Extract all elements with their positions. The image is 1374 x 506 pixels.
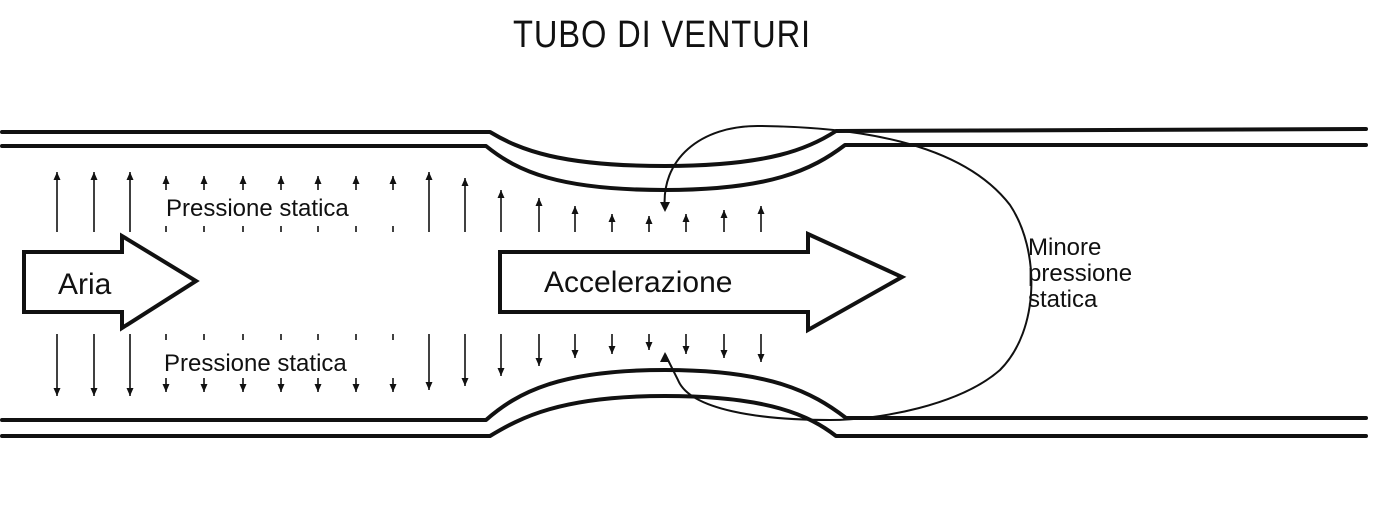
pressure-arrowhead-up-8 xyxy=(352,176,360,184)
pressure-arrowhead-down-19 xyxy=(757,354,765,362)
pressure-arrowhead-down-7 xyxy=(314,384,322,392)
pressure-arrowhead-up-3 xyxy=(162,176,170,184)
air-label: Aria xyxy=(58,268,112,301)
pressure-arrowhead-up-17 xyxy=(682,214,690,222)
pressure-arrowhead-down-18 xyxy=(720,350,728,358)
pressure-arrowhead-down-16 xyxy=(645,342,653,350)
tube-bottom-inner-wall xyxy=(0,368,1368,422)
pressure-arrowhead-up-4 xyxy=(200,176,208,184)
pressure-arrowhead-up-19 xyxy=(757,206,765,214)
pressure-arrowhead-up-6 xyxy=(277,176,285,184)
pressure-arrows xyxy=(53,172,765,396)
lower-pressure-callout-loop xyxy=(663,124,1033,422)
pressure-arrowhead-down-15 xyxy=(608,346,616,354)
callout-arrowhead-bottom xyxy=(660,352,670,362)
pressure-arrowhead-down-14 xyxy=(571,350,579,358)
pressure-arrowhead-up-5 xyxy=(239,176,247,184)
lower-pressure-label-line2: pressione xyxy=(1028,260,1132,287)
diagram-title: TUBO DI VENTURI xyxy=(513,14,811,56)
pressure-arrowhead-up-1 xyxy=(90,172,98,180)
pressure-arrowhead-down-3 xyxy=(162,384,170,392)
static-pressure-label-bottom: Pressione statica xyxy=(164,350,347,377)
pressure-arrowhead-up-2 xyxy=(126,172,134,180)
pressure-arrowhead-up-11 xyxy=(461,178,469,186)
pressure-arrowhead-down-8 xyxy=(352,384,360,392)
pressure-arrowhead-down-2 xyxy=(126,388,134,396)
lower-pressure-label-line1: Minore xyxy=(1028,234,1101,261)
lower-pressure-label-line3: statica xyxy=(1028,286,1098,313)
tube-top-outer-wall xyxy=(0,127,1368,168)
pressure-arrowhead-down-12 xyxy=(497,368,505,376)
pressure-arrowhead-up-15 xyxy=(608,214,616,222)
air-arrow xyxy=(22,232,200,332)
pressure-arrowhead-up-16 xyxy=(645,216,653,224)
pressure-arrowhead-down-11 xyxy=(461,378,469,386)
pressure-arrowhead-down-9 xyxy=(389,384,397,392)
pressure-arrowhead-down-1 xyxy=(90,388,98,396)
callout-arrowhead-top xyxy=(660,202,670,212)
pressure-arrowhead-down-5 xyxy=(239,384,247,392)
pressure-arrowhead-down-10 xyxy=(425,382,433,390)
acceleration-label: Accelerazione xyxy=(544,266,732,299)
pressure-arrowhead-up-18 xyxy=(720,210,728,218)
pressure-arrowhead-up-13 xyxy=(535,198,543,206)
pressure-arrowhead-down-4 xyxy=(200,384,208,392)
pressure-arrowhead-up-9 xyxy=(389,176,397,184)
pressure-arrowhead-down-6 xyxy=(277,384,285,392)
static-pressure-label-top: Pressione statica xyxy=(166,195,349,222)
pressure-arrowhead-down-13 xyxy=(535,358,543,366)
pressure-arrowhead-down-0 xyxy=(53,388,61,396)
acceleration-arrow xyxy=(498,230,907,334)
pressure-arrowhead-up-10 xyxy=(425,172,433,180)
pressure-arrowhead-down-17 xyxy=(682,346,690,354)
pressure-arrowhead-up-14 xyxy=(571,206,579,214)
pressure-arrowhead-up-0 xyxy=(53,172,61,180)
pressure-arrowhead-up-12 xyxy=(497,190,505,198)
pressure-arrowhead-up-7 xyxy=(314,176,322,184)
